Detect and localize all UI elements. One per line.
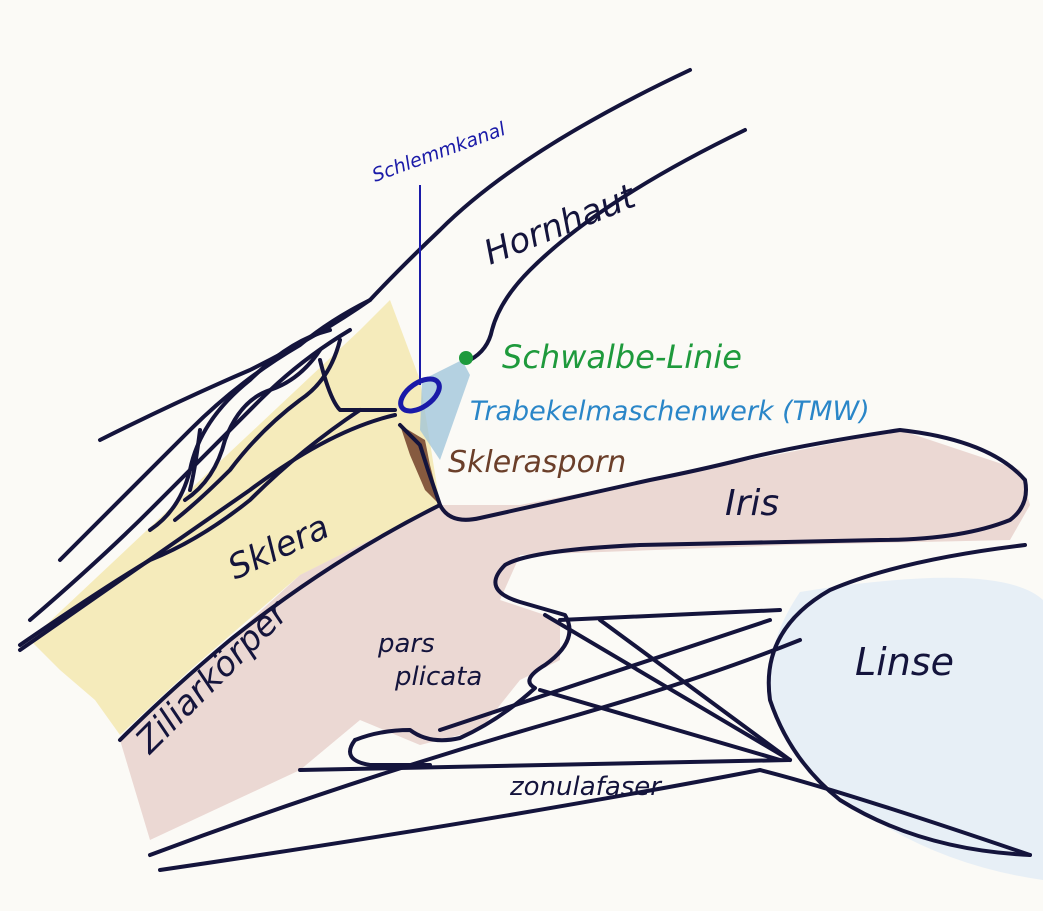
label-zonulafaser: zonulafaser xyxy=(509,772,663,802)
label-sklerasporn: Sklerasporn xyxy=(448,445,626,480)
label-plicata: plicata xyxy=(394,662,482,692)
label-linse: Linse xyxy=(855,640,954,684)
label-schwalbe-linie: Schwalbe-Linie xyxy=(502,338,742,376)
schwalbe-line-dot xyxy=(459,351,473,365)
label-trabekelmaschenwerk: Trabekelmaschenwerk (TMW) xyxy=(470,396,870,427)
label-iris: Iris xyxy=(725,483,779,524)
label-pars: pars xyxy=(377,629,435,659)
